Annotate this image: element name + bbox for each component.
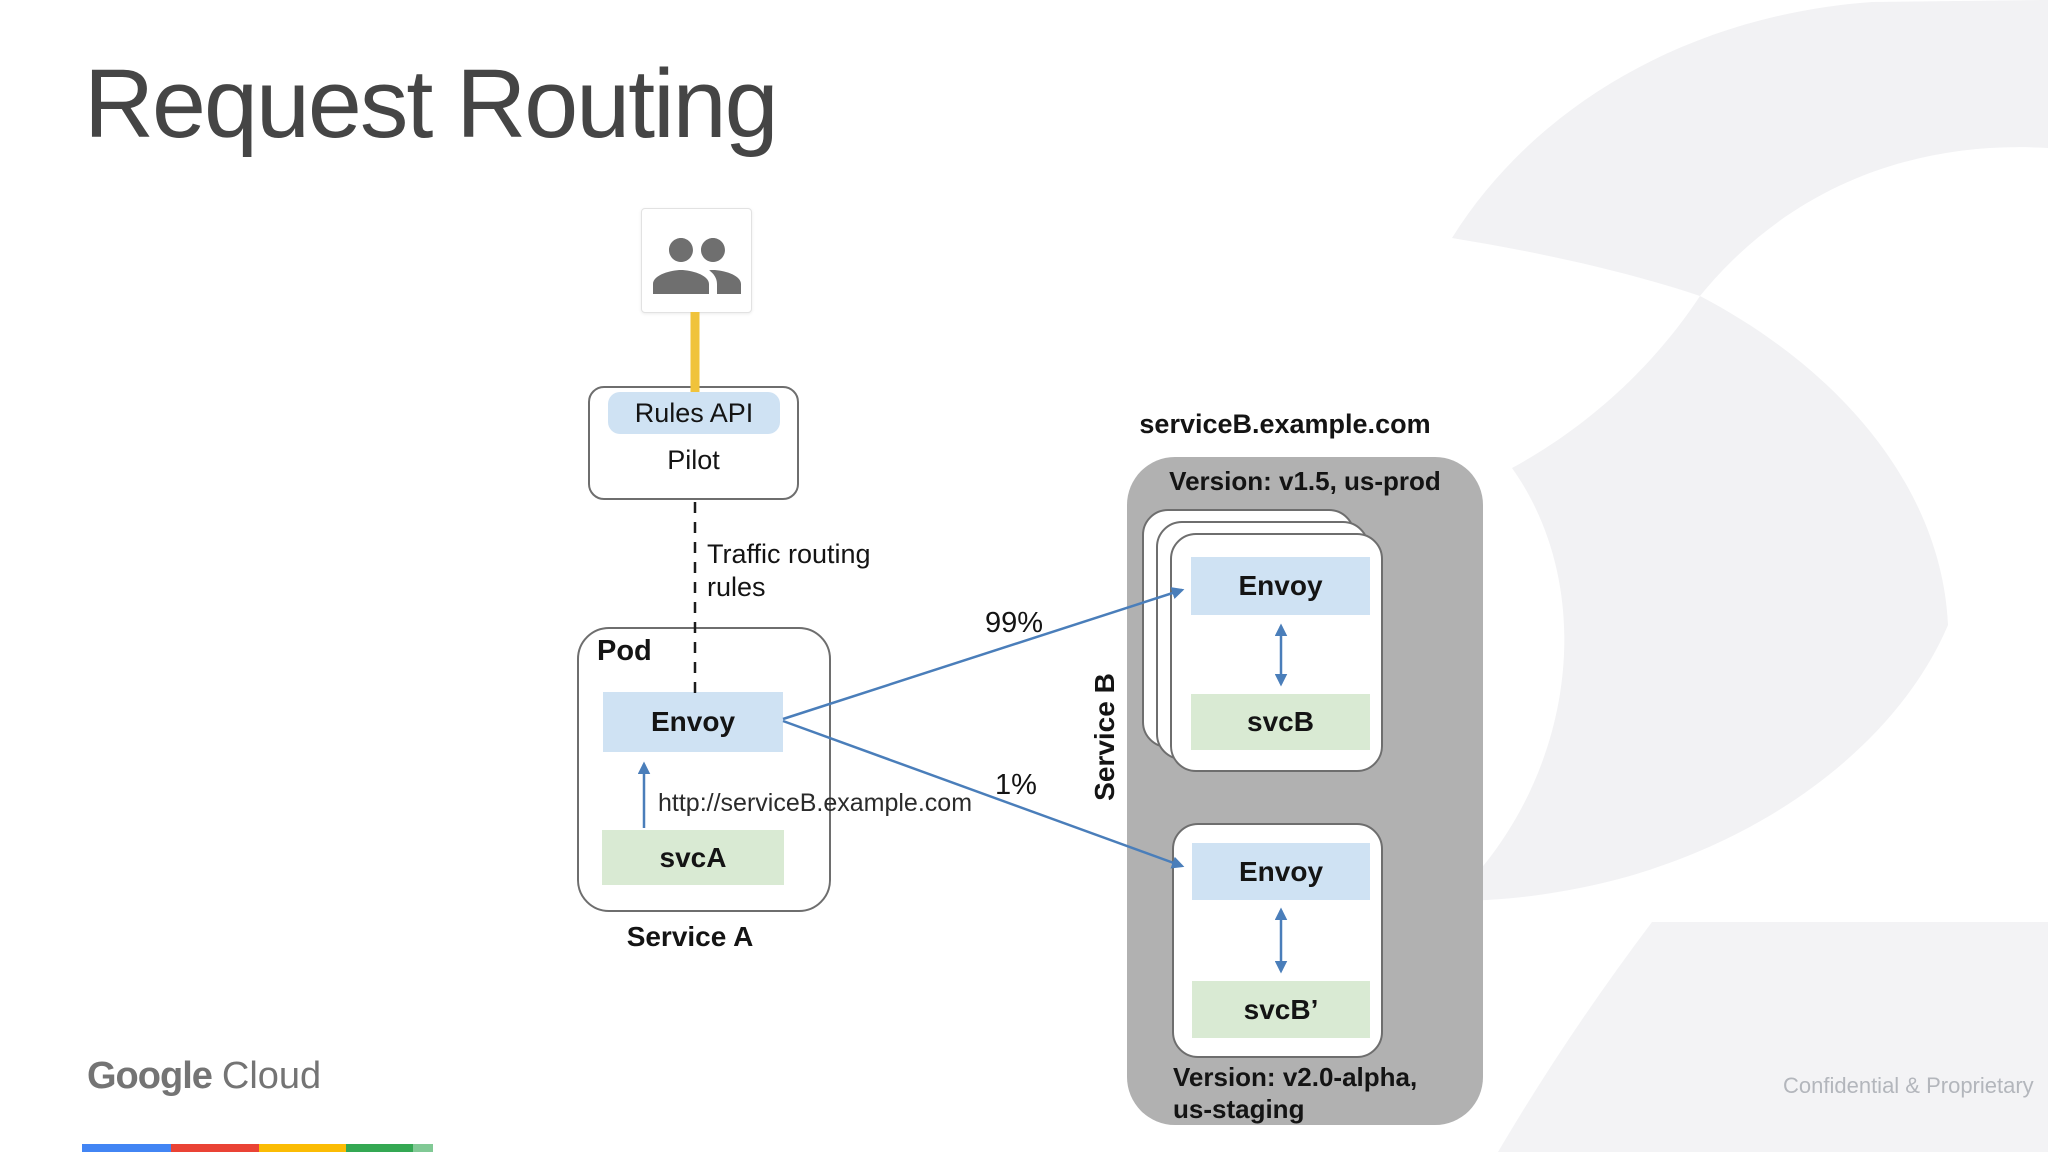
logo-google-word: Google — [87, 1055, 213, 1097]
pod-label: Pod — [597, 635, 652, 667]
staging-envoy-box: Envoy — [1192, 843, 1370, 900]
deco-lobe-shape — [1452, 296, 1948, 901]
pilot-label: Pilot — [667, 445, 720, 475]
group-icon — [649, 218, 745, 314]
primary-route-arrow — [782, 587, 1185, 721]
service-a-caption: Service A — [626, 921, 754, 952]
page-title: Request Routing — [84, 49, 779, 158]
logo-cloud-word: Cloud — [221, 1055, 322, 1097]
footer-color-bar — [82, 1144, 433, 1152]
request-url-label: http://serviceB.example.com — [658, 789, 973, 817]
serviceb-domain-label: serviceB.example.com — [1139, 409, 1431, 439]
footer-bar-red — [171, 1144, 259, 1152]
canary-weight-label: 1% — [995, 769, 1037, 801]
prod-envoy-box: Envoy — [1191, 557, 1370, 615]
prod-version-label: Version: v1.5, us-prod — [1169, 466, 1441, 496]
confidential-note: Confidential & Proprietary — [1783, 1073, 2034, 1098]
footer-bar-green — [346, 1144, 413, 1152]
staging-version-label: Version: v2.0-alpha, us-staging — [1173, 1062, 1418, 1124]
footer-bar-yellow — [259, 1144, 346, 1152]
traffic-rules-label: Traffic routing rules — [707, 539, 871, 602]
footer-bar-blue — [82, 1144, 171, 1152]
service-b-side-label: Service B — [1089, 673, 1120, 801]
footer-bar-green-light — [413, 1144, 433, 1152]
deco-sail-shape — [1452, 0, 2048, 296]
users-box — [641, 208, 752, 313]
deco-bottom-band — [1498, 922, 2048, 1152]
prod-svcb-box: svcB — [1191, 694, 1370, 750]
staging-svcb-box: svcB’ — [1192, 981, 1370, 1038]
pod-svca-box: svcA — [602, 830, 784, 885]
pod-envoy-box: Envoy — [603, 692, 783, 752]
primary-weight-label: 99% — [985, 607, 1044, 639]
rules-api-chip: Rules API — [608, 392, 780, 434]
